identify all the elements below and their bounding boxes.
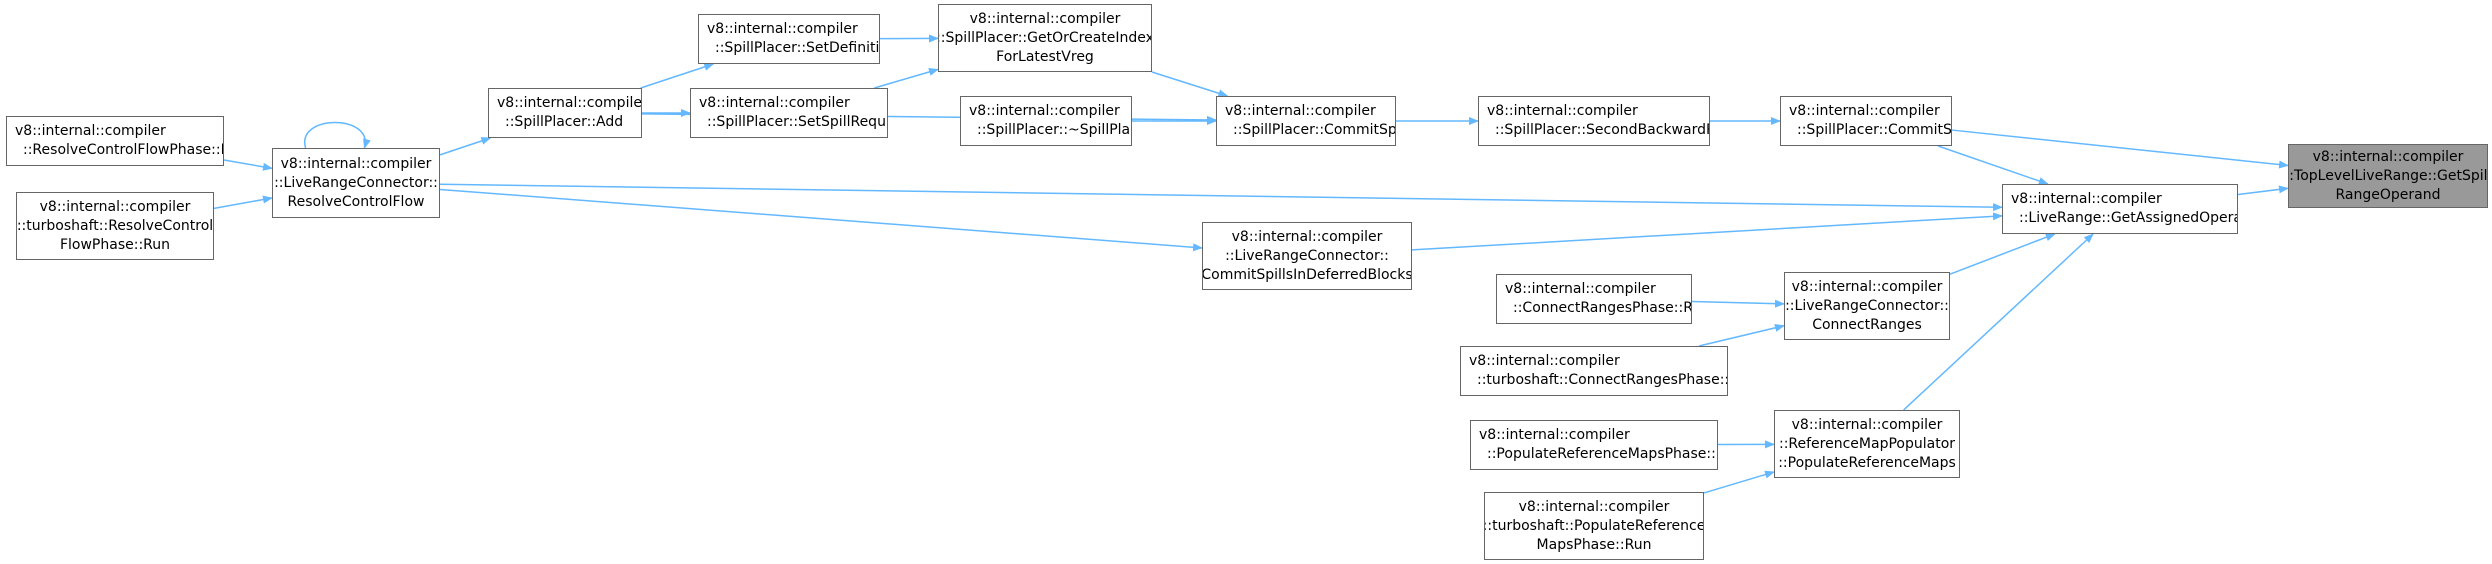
edge-n16-to-n14 <box>1698 323 1785 347</box>
edge-n9-to-n7 <box>640 63 715 89</box>
node-liverangeconnector-commitspillsindeferredblocks[interactable]: v8::internal::compiler ::LiveRangeConnec… <box>1202 222 1412 290</box>
node-turboshaft-resolvecontrolflowphase-run[interactable]: v8::internal::compiler ::turboshaft::Res… <box>16 192 214 260</box>
edge-n10-to-n10 <box>304 121 371 149</box>
edge-n10-to-n2 <box>439 183 2003 212</box>
edge-n11-to-n10 <box>223 159 273 171</box>
edge-n2-to-n0 <box>2237 185 2289 196</box>
edge-n1-to-n0 <box>1951 129 2289 169</box>
node-spillplacer-destructor[interactable]: v8::internal::compiler ::SpillPlacer::~S… <box>960 96 1132 146</box>
edge-n1-to-n2 <box>1937 145 2049 185</box>
node-liverangeconnector-resolvecontrolflow[interactable]: v8::internal::compiler ::LiveRangeConnec… <box>272 148 440 218</box>
edge-n12-to-n10 <box>213 195 273 210</box>
node-turboshaft-populatereferencemapsphase-run[interactable]: v8::internal::compiler ::turboshaft::Pop… <box>1484 492 1704 560</box>
node-spillplacer-commitspill[interactable]: v8::internal::compiler ::SpillPlacer::Co… <box>1780 96 1952 146</box>
edge-n17-to-n2 <box>1903 233 2094 411</box>
edge-n13-to-n2 <box>1411 212 2003 251</box>
node-liverange-getassignedoperand[interactable]: v8::internal::compiler ::LiveRange::GetA… <box>2002 184 2238 234</box>
edge-n8-to-n5 <box>874 68 939 89</box>
edge-n14-to-n2 <box>1949 233 2056 275</box>
edge-n5-to-n4 <box>1151 71 1229 98</box>
node-liverangeconnector-connectranges[interactable]: v8::internal::compiler ::LiveRangeConnec… <box>1784 272 1950 340</box>
node-spillplacer-setdefinition[interactable]: v8::internal::compiler ::SpillPlacer::Se… <box>698 14 880 64</box>
node-toplevel-liverange-getspillrangeoperand[interactable]: v8::internal::compiler ::TopLevelLiveRan… <box>2288 144 2488 208</box>
node-spillplacer-commitspills[interactable]: v8::internal::compiler ::SpillPlacer::Co… <box>1216 96 1396 146</box>
node-spillplacer-secondbackwardpass[interactable]: v8::internal::compiler ::SpillPlacer::Se… <box>1478 96 1710 146</box>
edge-n15-to-n14 <box>1691 299 1785 308</box>
node-referencemappopulator-populatereferencemaps[interactable]: v8::internal::compiler ::ReferenceMapPop… <box>1774 410 1960 478</box>
edge-n10-to-n13 <box>439 188 1203 252</box>
node-populatereferencemapsphase-run[interactable]: v8::internal::compiler ::PopulateReferen… <box>1470 420 1718 470</box>
node-connectrangesphase-run[interactable]: v8::internal::compiler ::ConnectRangesPh… <box>1496 274 1692 324</box>
node-turboshaft-connectrangesphase-run[interactable]: v8::internal::compiler ::turboshaft::Con… <box>1460 346 1728 396</box>
edge-n19-to-n17 <box>1703 470 1775 494</box>
node-spillplacer-add[interactable]: v8::internal::compiler ::SpillPlacer::Ad… <box>488 88 642 138</box>
node-resolvecontrolflowphase-run[interactable]: v8::internal::compiler ::ResolveControlF… <box>6 116 224 166</box>
node-spillplacer-setspillrequired[interactable]: v8::internal::compiler ::SpillPlacer::Se… <box>690 88 888 138</box>
node-spillplacer-getorcreateindexforlatestvreg[interactable]: v8::internal::compiler ::SpillPlacer::Ge… <box>938 4 1152 72</box>
edge-n10-to-n9 <box>439 137 492 156</box>
